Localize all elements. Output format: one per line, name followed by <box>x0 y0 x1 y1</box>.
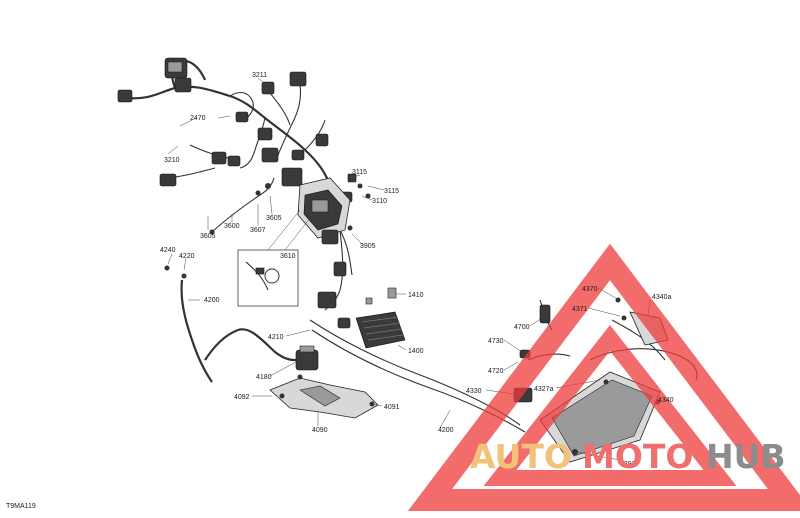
label-3905: 3905 <box>360 243 376 250</box>
watermark-text: AUTO MOTO HUB <box>470 437 786 476</box>
watermark-word-moto: MOTO <box>582 437 693 476</box>
fuse-box <box>297 177 351 309</box>
watermark-outer-triangle <box>407 243 800 511</box>
label-3607: 3607 <box>250 227 266 234</box>
part-labels: 3211 2470 3210 3115 3115 3110 3600 3605 … <box>160 72 674 468</box>
label-3605-right: 3605 <box>266 215 282 222</box>
label-4330: 4330 <box>466 388 482 395</box>
watermark-triangle-logo <box>407 243 800 511</box>
label-4090: 4090 <box>312 427 328 434</box>
label-4370: 4370 <box>582 286 598 293</box>
label-4210: 4210 <box>268 334 284 341</box>
watermark-inner-triangle <box>483 325 737 486</box>
label-4220: 4220 <box>179 253 195 260</box>
label-3605-left: 3605 <box>200 233 216 240</box>
watermark-word-hub: HUB <box>706 437 786 476</box>
label-2470: 2470 <box>190 115 206 122</box>
label-4340a: 4340a <box>652 294 672 301</box>
label-4200-left: 4200 <box>204 297 220 304</box>
label-3600: 3600 <box>224 223 240 230</box>
label-3210: 3210 <box>164 157 180 164</box>
label-4720: 4720 <box>488 368 504 375</box>
label-4397: 4397 <box>620 461 636 468</box>
label-4700: 4700 <box>514 324 530 331</box>
starter-solenoid-bracket <box>269 345 379 419</box>
label-4730: 4730 <box>488 338 504 345</box>
label-3115-upper: 3115 <box>352 169 367 176</box>
label-4180: 4180 <box>256 374 272 381</box>
label-4091: 4091 <box>384 404 400 411</box>
detail-inset-3610 <box>237 209 311 307</box>
label-3110: 3110 <box>372 198 387 205</box>
label-3610: 3610 <box>280 253 296 260</box>
label-4092: 4092 <box>234 394 250 401</box>
label-4240: 4240 <box>160 247 176 254</box>
watermark-word-auto: AUTO <box>470 437 572 476</box>
figure-id: T9MA119 <box>6 503 36 510</box>
label-1400: 1400 <box>408 348 424 355</box>
label-4327a: 4327a <box>534 386 554 393</box>
harness-connectors <box>117 57 357 203</box>
label-3211: 3211 <box>252 72 267 79</box>
voltage-regulator <box>337 287 406 349</box>
label-4340: 4340 <box>658 397 674 404</box>
label-4200-right: 4200 <box>438 427 454 434</box>
label-1410: 1410 <box>408 292 424 299</box>
label-3115-lower: 3115 <box>384 188 399 195</box>
label-4371: 4371 <box>572 306 588 313</box>
